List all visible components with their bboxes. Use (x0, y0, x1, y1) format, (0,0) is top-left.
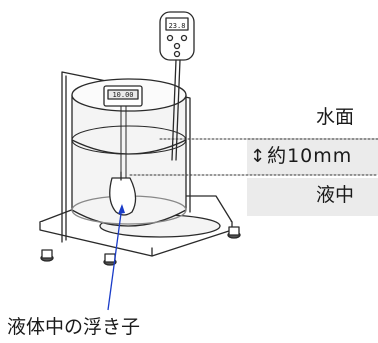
label-float-in-liquid: 液体中の浮き子 (7, 316, 141, 338)
float-pointer (107, 204, 125, 311)
depth-guide-lines (129, 138, 378, 176)
label-depth: ↕約10mm (250, 147, 352, 166)
label-water-surface: 水面 (315, 106, 354, 128)
float-holder (103, 85, 143, 181)
float-sinker (109, 171, 137, 216)
thermometer-display: 23.8 (169, 22, 186, 30)
holder-display: 10.00 (112, 91, 133, 99)
depth-band (247, 138, 378, 175)
depth-arrow-icon: ↕ (250, 146, 267, 167)
label-depth-text: 約10mm (267, 145, 353, 167)
beaker (71, 78, 187, 227)
thermometer (159, 11, 195, 161)
liquid-band (247, 178, 378, 216)
label-in-liquid: 液中 (315, 184, 354, 206)
